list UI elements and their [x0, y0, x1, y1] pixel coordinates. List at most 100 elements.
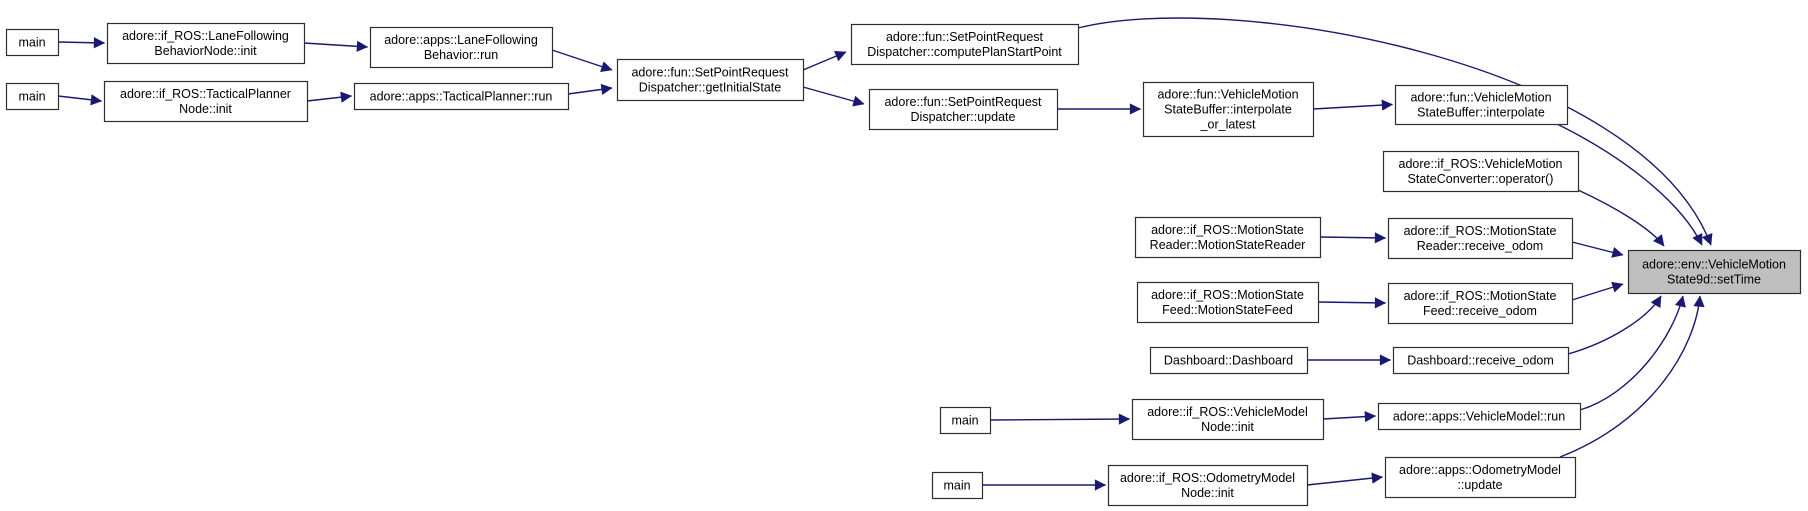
node-tactical-planner-run[interactable]: adore::apps::TacticalPlanner::run — [353, 82, 570, 111]
edge-vehicle-motion-state-buffer-interpolate-to-vehicle-motion-state9d-set-time — [1556, 123, 1703, 246]
node-box-set-point-request-dispatcher-get-initial-state[interactable] — [616, 58, 805, 102]
node-vehicle-model-run[interactable]: adore::apps::VehicleModel::run — [1377, 402, 1582, 431]
edge-tactical-planner-run-to-set-point-request-dispatcher-get-initial-state — [567, 83, 613, 95]
node-label-tactical-planner-node-init-line-1: Node::init — [179, 102, 232, 116]
node-odometry-model-update[interactable]: adore::apps::OdometryModel::update — [1384, 456, 1577, 499]
node-label-odometry-model-update-line-0: adore::apps::OdometryModel — [1399, 463, 1561, 477]
node-label-motion-state-reader-receive-odom-line-0: adore::if_ROS::MotionState — [1404, 224, 1557, 238]
node-label-dashboard-receive-odom-line-0: Dashboard::receive_odom — [1407, 353, 1554, 367]
edge-motion-state-reader-ctor-to-motion-state-reader-receive-odom — [1319, 232, 1387, 244]
node-label-vehicle-motion-state-buffer-interpolate-or-latest-line-0: adore::fun::VehicleMotion — [1157, 87, 1298, 101]
node-label-odometry-model-node-init-line-1: Node::init — [1181, 486, 1234, 500]
node-label-motion-state-feed-receive-odom-line-0: adore::if_ROS::MotionState — [1404, 289, 1557, 303]
node-motion-state-feed-receive-odom[interactable]: adore::if_ROS::MotionStateFeed::receive_… — [1387, 282, 1574, 325]
node-label-lane-following-behavior-run-line-0: adore::apps::LaneFollowing — [384, 33, 538, 47]
node-label-lane-following-behavior-node-init-line-1: BehaviorNode::init — [154, 44, 257, 58]
node-label-lane-following-behavior-run-line-1: Behavior::run — [424, 48, 498, 62]
node-set-point-request-dispatcher-update[interactable]: adore::fun::SetPointRequestDispatcher::u… — [868, 88, 1059, 131]
edge-vehicle-motion-state-converter-operator-to-vehicle-motion-state9d-set-time — [1577, 189, 1665, 247]
node-label-vehicle-motion-state-converter-operator-line-1: StateConverter::operator() — [1408, 172, 1554, 186]
node-box-dashboard-receive-odom[interactable] — [1392, 346, 1570, 375]
node-box-main-2[interactable] — [5, 82, 60, 111]
node-box-vehicle-motion-state-converter-operator[interactable] — [1382, 150, 1580, 193]
node-label-vehicle-motion-state-buffer-interpolate-line-1: StateBuffer::interpolate — [1417, 105, 1545, 119]
node-motion-state-reader-ctor[interactable]: adore::if_ROS::MotionStateReader::Motion… — [1134, 216, 1322, 259]
node-label-tactical-planner-run-line-0: adore::apps::TacticalPlanner::run — [370, 89, 553, 103]
node-set-point-request-dispatcher-get-initial-state[interactable]: adore::fun::SetPointRequestDispatcher::g… — [616, 58, 805, 102]
node-label-odometry-model-update-line-1: ::update — [1457, 478, 1502, 492]
node-box-tactical-planner-run[interactable] — [353, 82, 570, 111]
node-label-motion-state-reader-ctor-line-1: Reader::MotionStateReader — [1150, 238, 1306, 252]
node-label-vehicle-motion-state-buffer-interpolate-or-latest-line-1: StateBuffer::interpolate — [1164, 102, 1292, 116]
node-label-tactical-planner-node-init-line-0: adore::if_ROS::TacticalPlanner — [120, 87, 291, 101]
node-box-set-point-request-dispatcher-compute-plan-start-point[interactable] — [850, 23, 1080, 66]
node-label-vehicle-model-node-init-line-0: adore::if_ROS::VehicleModel — [1147, 405, 1308, 419]
edge-odometry-model-node-init-to-odometry-model-update — [1306, 472, 1384, 486]
node-label-vehicle-motion-state-converter-operator-line-0: adore::if_ROS::VehicleMotion — [1399, 157, 1563, 171]
node-main-2[interactable]: main — [5, 82, 60, 111]
node-box-odometry-model-update[interactable] — [1384, 456, 1577, 499]
node-vehicle-motion-state9d-set-time: adore::env::VehicleMotionState9d::setTim… — [1627, 249, 1802, 295]
edge-lane-following-behavior-run-to-set-point-request-dispatcher-get-initial-state — [551, 49, 613, 72]
node-motion-state-reader-receive-odom[interactable]: adore::if_ROS::MotionStateReader::receiv… — [1387, 217, 1574, 260]
node-box-motion-state-reader-ctor[interactable] — [1134, 216, 1322, 259]
edge-motion-state-reader-receive-odom-to-vehicle-motion-state9d-set-time — [1571, 241, 1624, 258]
edge-set-point-request-dispatcher-get-initial-state-to-set-point-request-dispatcher-compute-plan-start-point — [802, 50, 847, 71]
node-box-motion-state-reader-receive-odom[interactable] — [1387, 217, 1574, 260]
edge-set-point-request-dispatcher-compute-plan-start-point-to-vehicle-motion-state9d-set-time — [1077, 17, 1713, 246]
node-label-set-point-request-dispatcher-get-initial-state-line-1: Dispatcher::getInitialState — [639, 80, 781, 94]
node-label-vehicle-motion-state9d-set-time-line-1: State9d::setTime — [1667, 272, 1761, 286]
node-box-set-point-request-dispatcher-update[interactable] — [868, 88, 1059, 131]
node-vehicle-motion-state-converter-operator[interactable]: adore::if_ROS::VehicleMotionStateConvert… — [1382, 150, 1580, 193]
node-set-point-request-dispatcher-compute-plan-start-point[interactable]: adore::fun::SetPointRequestDispatcher::c… — [850, 23, 1080, 66]
node-label-motion-state-feed-ctor-line-0: adore::if_ROS::MotionState — [1151, 288, 1304, 302]
node-box-vehicle-model-run[interactable] — [1377, 402, 1582, 431]
edge-main-1-to-lane-following-behavior-node-init — [57, 37, 106, 49]
node-label-set-point-request-dispatcher-update-line-0: adore::fun::SetPointRequest — [884, 95, 1042, 109]
edge-vehicle-model-node-init-to-vehicle-model-run — [1322, 411, 1377, 423]
edge-odometry-model-update-to-vehicle-motion-state9d-set-time — [1559, 295, 1705, 458]
node-vehicle-motion-state-buffer-interpolate[interactable]: adore::fun::VehicleMotionStateBuffer::in… — [1394, 84, 1569, 126]
node-box-vehicle-motion-state9d-set-time — [1627, 249, 1802, 295]
node-box-main-1[interactable] — [5, 28, 60, 57]
node-vehicle-motion-state-buffer-interpolate-or-latest[interactable]: adore::fun::VehicleMotionStateBuffer::in… — [1142, 81, 1315, 138]
node-label-main-1-line-0: main — [18, 35, 45, 49]
node-label-main-4-line-0: main — [943, 478, 970, 492]
node-box-motion-state-feed-receive-odom[interactable] — [1387, 282, 1574, 325]
node-label-main-2-line-0: main — [18, 89, 45, 103]
node-box-vehicle-model-node-init[interactable] — [1131, 398, 1325, 441]
node-box-odometry-model-node-init[interactable] — [1107, 464, 1309, 507]
node-lane-following-behavior-node-init[interactable]: adore::if_ROS::LaneFollowingBehaviorNode… — [106, 22, 306, 65]
node-label-vehicle-motion-state-buffer-interpolate-or-latest-line-2: _or_latest — [1200, 117, 1256, 131]
node-box-lane-following-behavior-run[interactable] — [369, 26, 554, 69]
node-label-set-point-request-dispatcher-compute-plan-start-point-line-1: Dispatcher::computePlanStartPoint — [867, 45, 1062, 59]
node-label-motion-state-feed-ctor-line-1: Feed::MotionStateFeed — [1162, 303, 1293, 317]
node-label-vehicle-model-run-line-0: adore::apps::VehicleModel::run — [1393, 409, 1565, 423]
edge-main-2-to-tactical-planner-node-init — [57, 94, 103, 106]
edge-dashboard-receive-odom-to-vehicle-motion-state9d-set-time — [1567, 295, 1662, 355]
node-box-main-3[interactable] — [939, 406, 992, 435]
node-box-vehicle-motion-state-buffer-interpolate-or-latest[interactable] — [1142, 81, 1315, 138]
node-label-odometry-model-node-init-line-0: adore::if_ROS::OdometryModel — [1120, 471, 1295, 485]
node-dashboard-ctor[interactable]: Dashboard::Dashboard — [1149, 346, 1309, 375]
node-box-motion-state-feed-ctor[interactable] — [1136, 281, 1320, 324]
node-label-motion-state-reader-ctor-line-0: adore::if_ROS::MotionState — [1151, 223, 1304, 237]
node-main-3[interactable]: main — [939, 406, 992, 435]
node-box-main-4[interactable] — [931, 471, 984, 500]
node-label-set-point-request-dispatcher-get-initial-state-line-0: adore::fun::SetPointRequest — [631, 65, 789, 79]
node-label-dashboard-ctor-line-0: Dashboard::Dashboard — [1164, 353, 1293, 367]
node-box-tactical-planner-node-init[interactable] — [103, 80, 309, 123]
node-box-vehicle-motion-state-buffer-interpolate[interactable] — [1394, 84, 1569, 126]
node-main-4[interactable]: main — [931, 471, 984, 500]
edge-lane-following-behavior-node-init-to-lane-following-behavior-run — [303, 40, 369, 52]
node-box-dashboard-ctor[interactable] — [1149, 346, 1309, 375]
node-box-lane-following-behavior-node-init[interactable] — [106, 22, 306, 65]
node-dashboard-receive-odom[interactable]: Dashboard::receive_odom — [1392, 346, 1570, 375]
node-motion-state-feed-ctor[interactable]: adore::if_ROS::MotionStateFeed::MotionSt… — [1136, 281, 1320, 324]
node-main-1[interactable]: main — [5, 28, 60, 57]
